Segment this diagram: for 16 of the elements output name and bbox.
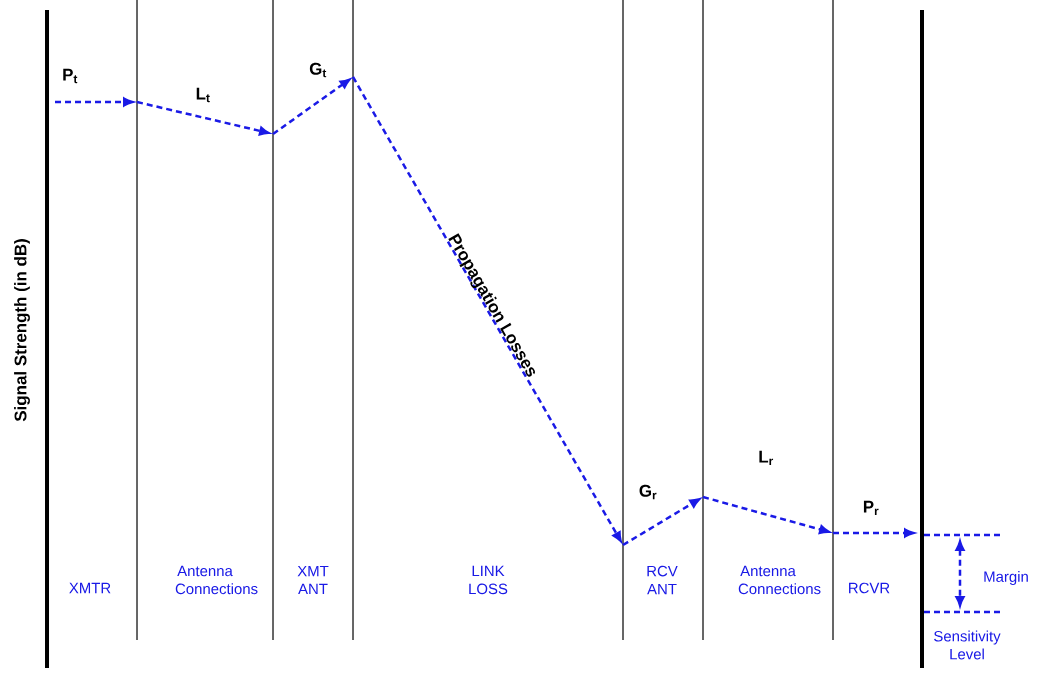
step-label: P$_{r}$ xyxy=(863,500,879,516)
stage-label: RCV ANT xyxy=(647,565,678,595)
level-label: Margin xyxy=(984,571,1028,585)
stage-label: XMTR xyxy=(69,582,111,594)
step-label: G$_{t}$ xyxy=(309,62,327,78)
step-label: L$_{t}$ xyxy=(196,87,210,103)
stage-label: LINK LOSS xyxy=(469,565,508,595)
stage-label: RCVR xyxy=(849,582,890,594)
stage-label: Antenna Connections xyxy=(175,565,258,595)
level-label: Sensitivity Level xyxy=(934,630,1001,660)
step-label: L$_{r}$ xyxy=(759,450,774,466)
stage-label: XMT ANT xyxy=(297,565,329,595)
step-label: G$_{r}$ xyxy=(639,484,657,500)
axis-title: Signal Strength (in dB) xyxy=(14,239,30,422)
stage-label: Antenna Connections xyxy=(738,565,821,595)
step-label: P$_{t}$ xyxy=(63,68,78,84)
